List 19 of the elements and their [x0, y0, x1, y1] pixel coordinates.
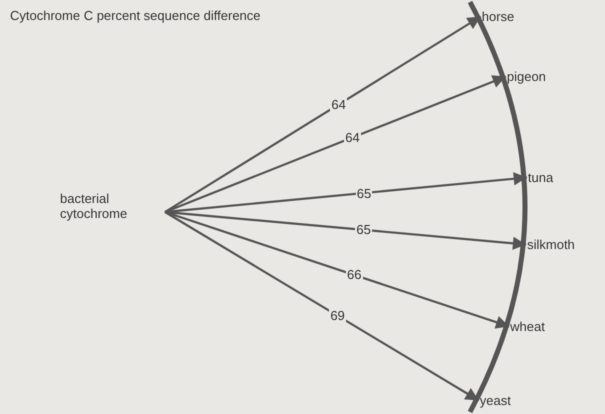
edge-label: 65 — [355, 222, 372, 238]
arrow — [164, 211, 480, 402]
species-label: horse — [482, 9, 552, 24]
edge-label: 66 — [346, 267, 363, 282]
edge-label: 65 — [356, 186, 372, 201]
species-label: yeast — [480, 393, 550, 408]
source-label: bacterial cytochrome — [60, 191, 160, 221]
edge-label: 69 — [329, 308, 346, 324]
title: Cytochrome C percent sequence difference — [10, 8, 261, 23]
arrow — [164, 16, 482, 213]
species-label: wheat — [510, 319, 580, 334]
species-label: tuna — [528, 170, 598, 185]
edge-label: 64 — [344, 130, 361, 145]
edge-label: 64 — [330, 96, 347, 112]
arrow — [164, 210, 526, 250]
arrow — [164, 75, 506, 214]
arrow — [164, 210, 510, 329]
species-label: silkmoth — [527, 237, 598, 252]
species-label: pigeon — [506, 69, 577, 84]
